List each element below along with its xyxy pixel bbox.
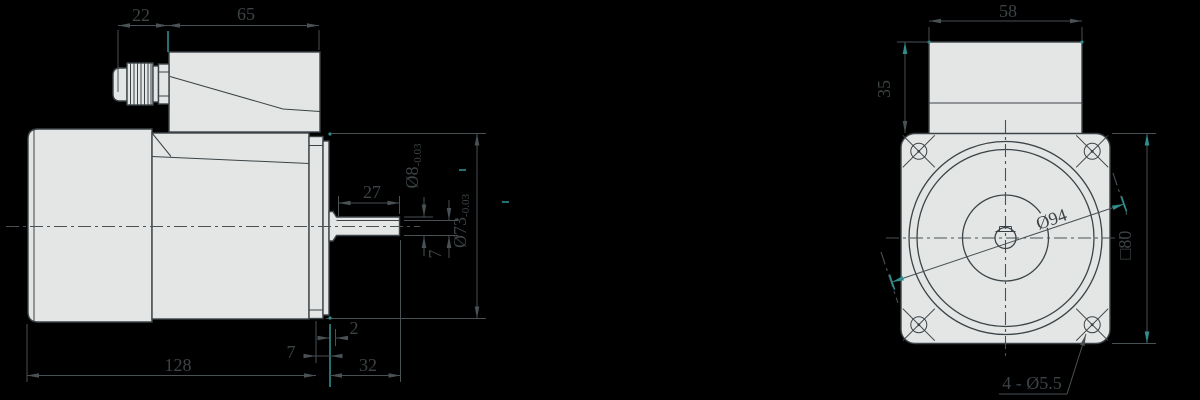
dim-label-shaft-diameter: Ø8-0.03 [402, 143, 424, 188]
dim-body-diameter: Ø73-0.03 [326, 132, 486, 320]
leader-line [1066, 333, 1087, 395]
dim-label-box-height: 35 [874, 80, 894, 98]
gland-rib-lines [130, 63, 152, 105]
body-seam-line [151, 156, 310, 164]
dim-box-height: 35 [874, 41, 929, 133]
mounting-holes [902, 134, 1109, 342]
dim-94-tick [888, 274, 896, 290]
mounting-flange [308, 135, 324, 320]
keyway [995, 226, 1016, 232]
dim-shaft-length: 27 [338, 182, 400, 216]
holes-note: 4 - Ø5.5 [999, 333, 1087, 395]
cable-gland [112, 62, 170, 106]
teal-node [1080, 40, 1084, 44]
mounting-hole-top-left [902, 134, 936, 168]
dim-label-box-width: 58 [999, 1, 1017, 21]
dim-label-shaft-flat: 7 [425, 250, 445, 259]
terminal-box-lid-line [169, 76, 321, 112]
dim-label-box-length: 65 [237, 4, 255, 24]
dim-label-body-diameter: Ø73-0.03 [450, 194, 472, 248]
gland-ribbed-nut [126, 62, 154, 106]
shaft-circle [994, 226, 1017, 250]
bolt-circle-arc-hint [1112, 172, 1129, 219]
dim-shaft-diameter: Ø8-0.03 7 [402, 143, 509, 259]
teal-node [328, 316, 332, 320]
dim-label-shaft-extension: 32 [359, 355, 377, 375]
mounting-hole-top-right [1075, 134, 1109, 168]
dim-label-mounting-holes: 4 - Ø5.5 [1002, 373, 1062, 393]
body-chamfer-line [151, 132, 172, 157]
dim-label-shaft-length: 27 [363, 182, 381, 202]
gland-cap [112, 67, 128, 102]
label-backing [1022, 201, 1080, 235]
front-view: Ø94 [874, 1, 1156, 395]
dim-label-spigot: 2 [350, 318, 359, 338]
dim-gland-and-box: 22 65 [117, 4, 320, 92]
dim-label-flange-thickness: 7 [287, 342, 296, 362]
dim-94-tick [1120, 196, 1128, 212]
mounting-hole-bottom-left [902, 308, 936, 342]
output-shaft [328, 210, 401, 242]
dim-bottom-cluster: 2 7 128 32 [26, 240, 401, 387]
motor-rear-cover [27, 128, 153, 323]
dim-label-frame-size: □80 [1115, 231, 1135, 260]
dim-line-94 [891, 203, 1125, 283]
terminal-box-side [168, 51, 321, 133]
dim-frame-size: □80 [1112, 133, 1156, 344]
side-view: 22 65 Ø73-0.03 27 [6, 4, 509, 387]
dim-label-overall-length: 128 [165, 355, 192, 375]
dim-box-width: 58 [928, 1, 1083, 40]
bolt-circle-arc-hint [880, 251, 899, 304]
gland-ring [152, 65, 160, 103]
terminal-box-front [928, 41, 1083, 136]
teal-node [328, 132, 332, 136]
flange-spigot [322, 140, 330, 316]
dim-label-gland-width: 22 [132, 5, 150, 25]
gland-body-nut [157, 63, 170, 105]
